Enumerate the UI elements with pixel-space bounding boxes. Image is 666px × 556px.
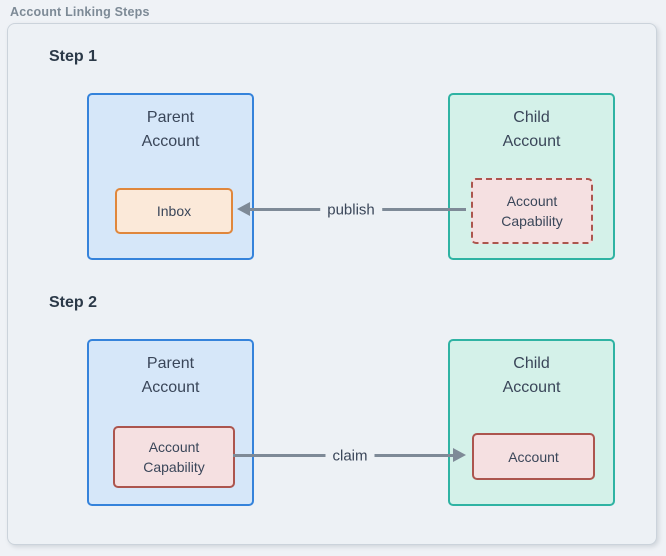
diagram-panel: Step 1 Parent Account Inbox Child Accoun…	[7, 23, 657, 545]
publish-arrowhead-icon	[237, 202, 250, 216]
step1-child-account-node: Child Account Account Capability	[448, 93, 615, 260]
step2-child-account-node: Child Account Account	[448, 339, 615, 506]
step1-account-capability-node: Account Capability	[471, 178, 593, 244]
step1-child-account-title: Child Account	[502, 109, 561, 150]
step2-account-capability-node: Account Capability	[113, 426, 235, 488]
claim-arrowhead-icon	[453, 448, 466, 462]
step2-parent-account-title: Parent Account	[141, 355, 200, 396]
step2-child-account-title: Child Account	[502, 355, 561, 396]
step1-parent-account-node: Parent Account Inbox	[87, 93, 254, 260]
step1-inbox-node: Inbox	[115, 188, 233, 234]
step2-heading: Step 2	[49, 294, 98, 311]
diagram-caption: Account Linking Steps	[10, 5, 150, 19]
step2-account-node: Account	[472, 433, 595, 480]
step2-parent-account-node: Parent Account Account Capability	[87, 339, 254, 506]
step1-heading: Step 1	[49, 48, 98, 65]
step1-parent-account-title: Parent Account	[141, 109, 200, 150]
publish-edge-label: publish	[320, 201, 382, 219]
claim-edge-label: claim	[325, 447, 375, 465]
